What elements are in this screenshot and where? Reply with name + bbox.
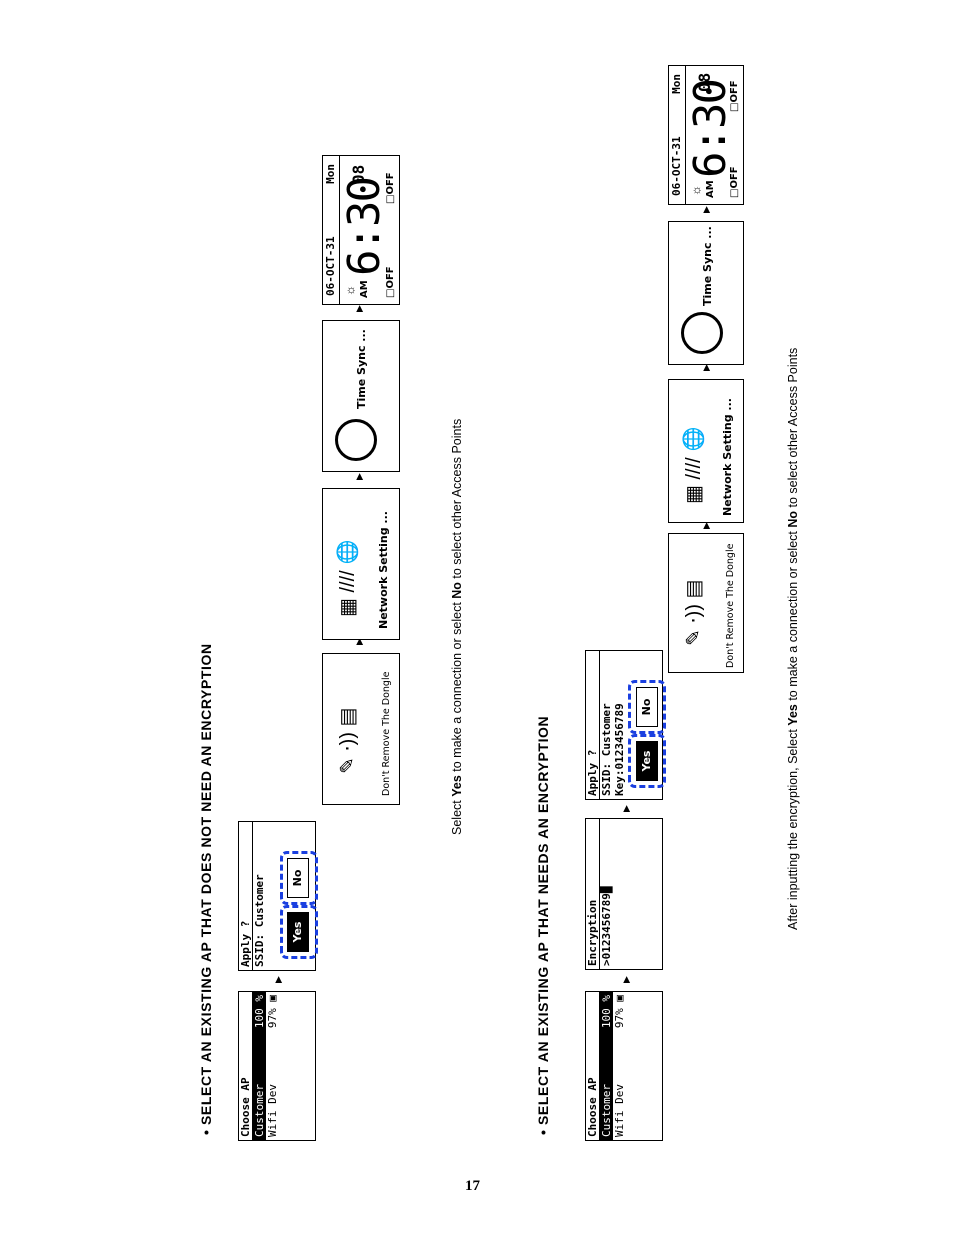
clock-screen: 06-OCT-31 Mon ☼ AM 6:30 08 □OFF □OFF <box>322 155 400 305</box>
ap-name: Customer <box>600 1084 613 1137</box>
choose-ap-screen: Choose AP Customer 100 % Wifi Dev 97% ▣ <box>238 991 316 1141</box>
no-highlight <box>628 680 666 734</box>
clock-day: Mon <box>324 164 337 184</box>
flow-arrow-icon: ▶ <box>701 522 711 529</box>
alarm1-status: □OFF <box>385 266 396 298</box>
clock-seconds: 08 <box>349 164 368 184</box>
alarm1-status: □OFF <box>729 166 740 198</box>
ap-signal: 100 % <box>253 995 266 1029</box>
section1-heading: • SELECT AN EXISTING AP THAT DOES NOT NE… <box>198 643 214 1135</box>
timesync-screen: Time Sync ... <box>668 221 744 365</box>
flow-arrow-icon: ▶ <box>354 473 364 480</box>
alarm2-status: □OFF <box>729 80 740 112</box>
clock-time: 6:30 <box>339 178 390 276</box>
dongle-text: Don't Remove The Dongle <box>381 671 392 796</box>
network-icon: ▦ //// 🌐 <box>337 539 359 617</box>
flow-arrow-icon: ▶ <box>701 364 711 371</box>
sun-icon: ☼ <box>343 285 357 296</box>
sun-icon: ☼ <box>689 185 703 196</box>
clock-day: Mon <box>670 74 683 94</box>
ap-row-selected[interactable]: Customer 100 % <box>600 992 613 1140</box>
network-text: Network Setting ... <box>377 511 390 629</box>
clock-seconds: 08 <box>695 72 714 92</box>
ssid-label: SSID: Customer <box>253 874 266 967</box>
ap-row[interactable]: Wifi Dev 97% ▣ <box>266 992 279 1140</box>
apply-title: Apply ? <box>586 651 600 799</box>
clock-header: 06-OCT-31 Mon <box>669 66 686 204</box>
ap-name: Customer <box>253 1084 266 1137</box>
network-text: Network Setting ... <box>721 398 734 516</box>
no-highlight <box>280 851 318 905</box>
dongle-icon: ✎ ⋅)) ▤ <box>683 579 705 646</box>
clock-ampm: AM <box>705 180 716 198</box>
lock-icon: ▣ <box>613 995 626 1002</box>
dongle-screen: Don't Remove The Dongle ✎ ⋅)) ▤ <box>322 653 400 805</box>
flow-arrow-icon: ▶ <box>354 305 364 312</box>
ssid-label: SSID: Customer <box>600 703 613 796</box>
dongle-screen: ✎ ⋅)) ▤ Don't Remove The Dongle <box>668 533 744 673</box>
yes-highlight <box>280 905 318 959</box>
section2-caption: After inputting the encryption, Select Y… <box>786 347 800 930</box>
watch-icon <box>335 419 377 461</box>
ap-signal: 97% <box>613 1008 626 1029</box>
clock-date: 06-OCT-31 <box>324 236 337 296</box>
choose-ap-title: Choose AP <box>586 992 600 1140</box>
encryption-screen: Encryption >0123456789█ <box>585 818 663 970</box>
timesync-screen: Time Sync ... <box>322 320 400 472</box>
apply-title: Apply ? <box>239 822 253 970</box>
section2-heading: • SELECT AN EXISTING AP THAT NEEDS AN EN… <box>535 715 551 1135</box>
dongle-icon: ✎ ⋅)) ▤ <box>337 707 359 774</box>
dongle-text: Don't Remove The Dongle <box>725 543 736 668</box>
yes-highlight <box>628 734 666 788</box>
encryption-title: Encryption <box>586 899 599 966</box>
network-screen: ▦ //// 🌐 Network Setting ... <box>668 379 744 523</box>
page-number: 17 <box>465 1178 480 1194</box>
clock-date: 06-OCT-31 <box>670 136 683 196</box>
ap-row[interactable]: Wifi Dev 97% ▣ <box>613 992 626 1140</box>
choose-ap-title: Choose AP <box>239 992 253 1140</box>
lock-icon: ▣ <box>266 995 279 1002</box>
network-icon: ▦ //// 🌐 <box>683 426 705 504</box>
timesync-text: Time Sync ... <box>701 226 714 306</box>
clock-header: 06-OCT-31 Mon <box>323 156 340 304</box>
flow-arrow-icon: ▶ <box>701 206 711 213</box>
ap-signal: 100 % <box>600 995 613 1029</box>
ap-signal: 97% <box>266 1008 279 1029</box>
ap-name: Wifi Dev <box>266 1084 279 1137</box>
ap-row-selected[interactable]: Customer 100 % <box>253 992 266 1140</box>
flow-arrow-icon: ▶ <box>273 976 283 983</box>
choose-ap-screen: Choose AP Customer 100 % Wifi Dev 97% ▣ <box>585 991 663 1141</box>
key-label: Key:0123456789 <box>613 703 626 796</box>
clock-screen: 06-OCT-31 Mon ☼ AM 6:30 08 □OFF □OFF <box>668 65 744 205</box>
flow-arrow-icon: ▶ <box>621 976 631 983</box>
alarm2-status: □OFF <box>385 172 396 204</box>
flow-arrow-icon: ▶ <box>621 805 631 812</box>
clock-ampm: AM <box>359 280 370 298</box>
encryption-input[interactable]: >0123456789█ <box>599 819 613 969</box>
network-screen: ▦ //// 🌐 Network Setting ... <box>322 488 400 640</box>
timesync-text: Time Sync ... <box>355 329 368 409</box>
watch-icon <box>681 312 723 354</box>
section1-caption: Select Yes to make a connection or selec… <box>450 418 464 835</box>
ap-name: Wifi Dev <box>613 1084 626 1137</box>
